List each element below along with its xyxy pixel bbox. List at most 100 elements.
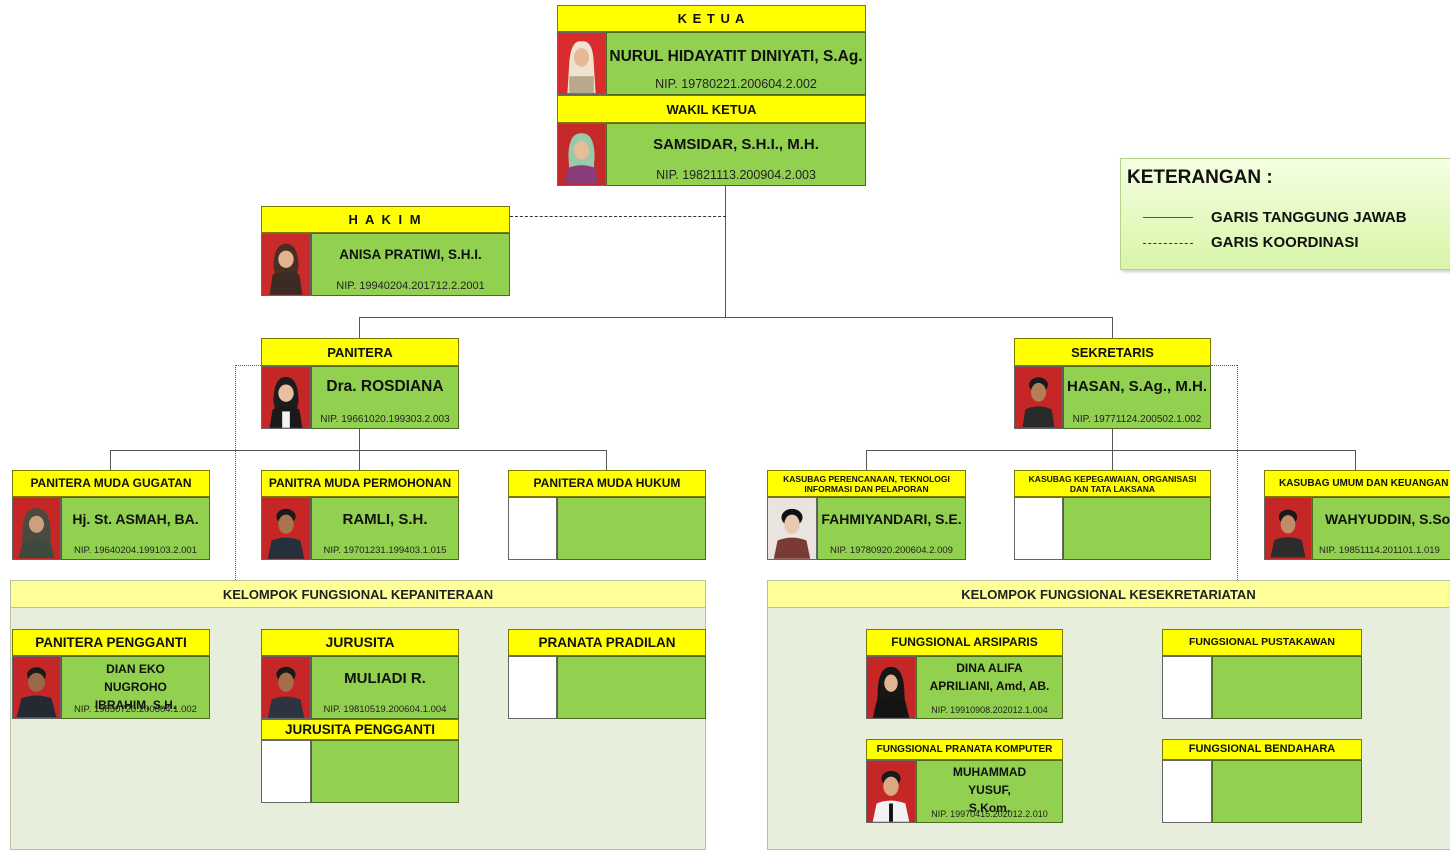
ketua-nip: NIP. 19780221.200604.2.002 — [655, 77, 817, 91]
line-to-kasubag-ptip — [866, 450, 867, 470]
hakim-title: H A K I M — [261, 206, 510, 233]
arsiparis-photo — [866, 656, 916, 719]
pm-gugatan-card: PANITERA MUDA GUGATAN Hj. St. ASMAH, BA.… — [12, 470, 210, 560]
sekretaris-info: HASAN, S.Ag., M.H. NIP. 19771124.200502.… — [1063, 366, 1211, 429]
wakil-name: SAMSIDAR, S.H.I., M.H. — [653, 136, 819, 153]
pm-permohonan-name: RAMLI, S.H. — [342, 511, 428, 528]
line-hakim-coordination — [510, 216, 726, 217]
kasubag-kepeg-title: KASUBAG KEPEGAWAIAN, ORGANISASI DAN TATA… — [1014, 470, 1211, 497]
pm-gugatan-name: Hj. St. ASMAH, BA. — [72, 511, 199, 527]
line-trunk-horizontal — [359, 317, 1113, 318]
line-sekretaris-branch — [866, 450, 1356, 451]
pm-permohonan-title: PANITRA MUDA PERMOHONAN — [261, 470, 459, 497]
legend-box: KETERANGAN : GARIS TANGGUNG JAWAB GARIS … — [1120, 158, 1450, 270]
pm-hukum-title: PANITERA MUDA HUKUM — [508, 470, 706, 497]
ketua-photo — [557, 32, 606, 95]
sekretaris-title: SEKRETARIS — [1014, 338, 1211, 366]
pm-permohonan-nip: NIP. 19701231.199403.1.015 — [323, 545, 447, 556]
pranata-komputer-title: FUNGSIONAL PRANATA KOMPUTER — [866, 739, 1063, 760]
sekretaris-card: SEKRETARIS HASAN, S.Ag., M.H. NIP. 19771… — [1014, 338, 1211, 429]
pranata-komputer-info: MUHAMMAD YUSUF, S.Kom. NIP. 19970415.202… — [916, 760, 1063, 823]
jurusita-photo — [261, 656, 311, 719]
panitera-info: Dra. ROSDIANA NIP. 19661020.199303.2.003 — [311, 366, 459, 429]
hakim-photo — [261, 233, 311, 296]
arsiparis-title: FUNGSIONAL ARSIPARIS — [866, 629, 1063, 656]
kasubag-ptip-name: FAHMIYANDARI, S.E. — [821, 511, 962, 527]
panitera-title: PANITERA — [261, 338, 459, 366]
panitera-pengganti-name: DIAN EKO NUGROHO IBRAHIM, S.H. — [94, 662, 177, 712]
pranata-card: PRANATA PRADILAN — [508, 629, 706, 719]
panitera-card: PANITERA Dra. ROSDIANA NIP. 19661020.199… — [261, 338, 459, 429]
line-to-kasubag-kepeg — [1112, 450, 1113, 470]
line-panitera-branch — [110, 450, 607, 451]
jurusita-name: MULIADI R. — [344, 670, 426, 687]
jurusita-pengganti-info — [311, 740, 459, 803]
panitera-nip: NIP. 19661020.199303.2.003 — [320, 414, 450, 425]
wakil-photo — [557, 123, 606, 186]
pustakawan-info — [1212, 656, 1362, 719]
kasubag-kepeg-card: KASUBAG KEPEGAWAIAN, ORGANISASI DAN TATA… — [1014, 470, 1211, 560]
line-panitera-down — [359, 428, 360, 450]
legend-solid-label: GARIS TANGGUNG JAWAB — [1211, 209, 1407, 226]
hakim-nip: NIP. 19940204.201712.2.2001 — [336, 280, 485, 292]
pm-permohonan-card: PANITRA MUDA PERMOHONAN RAMLI, S.H. NIP.… — [261, 470, 459, 560]
line-to-kasubag-umum — [1355, 450, 1356, 470]
wakil-nip: NIP. 19821113.200904.2.003 — [656, 168, 816, 182]
ketua-info: NURUL HIDAYATIT DINIYATI, S.Ag. NIP. 197… — [606, 32, 866, 95]
panitera-pengganti-title: PANITERA PENGGANTI — [12, 629, 210, 656]
line-to-pm-gugatan — [110, 450, 111, 470]
kasubag-ptip-card: KASUBAG PERENCANAAN, TEKNOLOGI INFORMASI… — [767, 470, 966, 560]
dot-sekretaris-right — [1211, 365, 1237, 366]
kasubag-kepeg-photo-placeholder — [1014, 497, 1063, 560]
arsiparis-nip: NIP. 19910908.202012.1.004 — [931, 705, 1048, 715]
kasubag-ptip-title: KASUBAG PERENCANAAN, TEKNOLOGI INFORMASI… — [767, 470, 966, 497]
pm-gugatan-title: PANITERA MUDA GUGATAN — [12, 470, 210, 497]
jurusita-pengganti-photo-placeholder — [261, 740, 311, 803]
hakim-info: ANISA PRATIWI, S.H.I. NIP. 19940204.2017… — [311, 233, 510, 296]
kasubag-umum-info: WAHYUDDIN, S.Sos. NIP. 19851114.201101.1… — [1312, 497, 1450, 560]
pm-gugatan-info: Hj. St. ASMAH, BA. NIP. 19640204.199103.… — [61, 497, 210, 560]
pranata-title: PRANATA PRADILAN — [508, 629, 706, 656]
dot-panitera-left — [235, 365, 261, 366]
panitera-pengganti-card: PANITERA PENGGANTI DIAN EKO NUGROHO IBRA… — [12, 629, 210, 719]
pranata-komputer-name: MUHAMMAD YUSUF, S.Kom. — [952, 765, 1027, 815]
kasubag-umum-title: KASUBAG UMUM DAN KEUANGAN — [1264, 470, 1450, 497]
line-to-pm-permohonan — [359, 450, 360, 470]
kasubag-umum-card: KASUBAG UMUM DAN KEUANGAN WAHYUDDIN, S.S… — [1264, 470, 1450, 560]
sekretaris-photo — [1014, 366, 1063, 429]
bendahara-title: FUNGSIONAL BENDAHARA — [1162, 739, 1362, 760]
pm-gugatan-nip: NIP. 19640204.199103.2.001 — [74, 545, 197, 556]
dot-sekretaris-group — [1237, 365, 1238, 580]
kasubag-ptip-info: FAHMIYANDARI, S.E. NIP. 19780920.200604.… — [817, 497, 966, 560]
pustakawan-card: FUNGSIONAL PUSTAKAWAN — [1162, 629, 1362, 719]
group-kepaniteraan-title: KELOMPOK FUNGSIONAL KEPANITERAAN — [11, 581, 705, 608]
bendahara-photo-placeholder — [1162, 760, 1212, 823]
jurusita-pengganti-title: JURUSITA PENGGANTI — [261, 719, 459, 740]
arsiparis-card: FUNGSIONAL ARSIPARIS DINA ALIFA APRILIAN… — [866, 629, 1063, 719]
pustakawan-title: FUNGSIONAL PUSTAKAWAN — [1162, 629, 1362, 656]
legend-dashed-label: GARIS KOORDINASI — [1211, 234, 1359, 251]
wakil-card: WAKIL KETUA SAMSIDAR, S.H.I., M.H. NIP. … — [557, 95, 866, 186]
bendahara-info — [1212, 760, 1362, 823]
ketua-title: K E T U A — [557, 5, 866, 32]
pm-hukum-info — [557, 497, 706, 560]
pranata-info — [557, 656, 706, 719]
line-ketua-trunk — [725, 186, 726, 317]
jurusita-nip: NIP. 19810519.200604.1.004 — [323, 704, 447, 715]
legend-solid-sample — [1143, 217, 1193, 218]
pustakawan-photo-placeholder — [1162, 656, 1212, 719]
pranata-komputer-nip: NIP. 19970415.202012.2.010 — [931, 809, 1048, 819]
ketua-name: NURUL HIDAYATIT DINIYATI, S.Ag. — [609, 48, 863, 65]
line-to-pm-hukum — [606, 450, 607, 470]
kasubag-ptip-nip: NIP. 19780920.200604.2.009 — [830, 545, 953, 556]
pm-hukum-photo-placeholder — [508, 497, 557, 560]
pranata-komputer-card: FUNGSIONAL PRANATA KOMPUTER MUHAMMAD YUS… — [866, 739, 1063, 823]
pm-permohonan-photo — [261, 497, 311, 560]
panitera-photo — [261, 366, 311, 429]
group-kesekretariatan-title: KELOMPOK FUNGSIONAL KESEKRETARIATAN — [768, 581, 1449, 608]
pm-gugatan-photo — [12, 497, 61, 560]
hakim-card: H A K I M ANISA PRATIWI, S.H.I. NIP. 199… — [261, 206, 510, 296]
jurusita-pengganti-card: JURUSITA PENGGANTI — [261, 719, 459, 803]
pranata-photo-placeholder — [508, 656, 557, 719]
kasubag-umum-nip: NIP. 19851114.201101.1.019 — [1319, 545, 1440, 556]
